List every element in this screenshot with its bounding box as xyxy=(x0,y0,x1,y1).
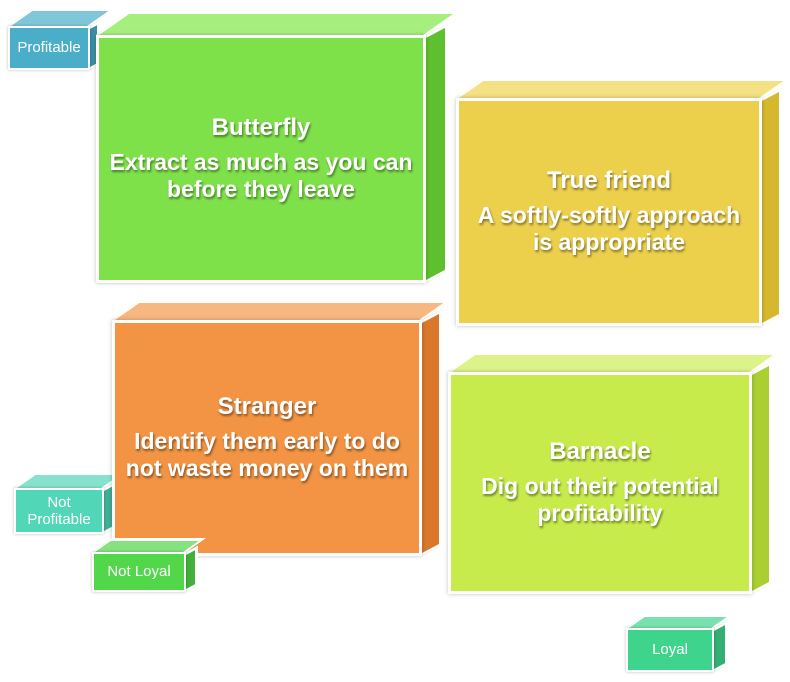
label-not-loyal-text: Not Loyal xyxy=(107,563,171,581)
quadrant-barnacle-face: Barnacle Dig out their potential profita… xyxy=(448,372,752,594)
quadrant-stranger-side xyxy=(422,309,442,556)
quadrant-barnacle-side xyxy=(752,361,772,594)
label-profitable-face: Profitable xyxy=(8,26,90,70)
quadrant-butterfly-title: Butterfly xyxy=(211,114,311,142)
label-not-profitable: Not Profitable xyxy=(14,472,127,534)
quadrant-butterfly-side xyxy=(426,23,448,283)
quadrant-stranger-title: Stranger xyxy=(217,393,317,421)
quadrant-true-friend-face: True friend A softly-softly approach is … xyxy=(456,98,762,326)
quadrant-barnacle-description: Dig out their potential profitability xyxy=(481,473,719,527)
label-loyal: Loyal xyxy=(626,614,734,672)
label-loyal-side xyxy=(714,620,728,672)
quadrant-true-friend-side xyxy=(762,87,782,326)
label-not-profitable-text: Not Profitable xyxy=(27,493,91,528)
label-not-loyal-side xyxy=(186,545,198,592)
quadrant-stranger-top xyxy=(112,300,451,320)
label-profitable: Profitable xyxy=(8,8,116,70)
quadrant-butterfly-description: Extract as much as you can before they l… xyxy=(109,149,413,203)
quadrant-barnacle: Barnacle Dig out their potential profita… xyxy=(448,352,781,594)
quadrant-butterfly-face: Butterfly Extract as much as you can bef… xyxy=(96,35,426,283)
quadrant-true-friend-title: True friend xyxy=(546,167,672,195)
label-not-loyal-face: Not Loyal xyxy=(92,552,186,592)
quadrant-true-friend-description: A softly-softly approach is appropriate xyxy=(477,202,741,256)
quadrant-true-friend: True friend A softly-softly approach is … xyxy=(456,78,790,326)
quadrant-stranger: Stranger Identify them early to do not w… xyxy=(112,300,451,556)
quadrant-butterfly-top xyxy=(96,11,461,35)
quadrant-barnacle-title: Barnacle xyxy=(549,438,651,466)
quadrant-butterfly: Butterfly Extract as much as you can bef… xyxy=(96,11,461,283)
label-loyal-face: Loyal xyxy=(626,628,714,672)
quadrant-stranger-face: Stranger Identify them early to do not w… xyxy=(112,320,422,556)
quadrant-barnacle-top xyxy=(448,352,781,372)
label-not-profitable-face: Not Profitable xyxy=(14,488,104,534)
label-profitable-text: Profitable xyxy=(17,39,81,57)
label-not-loyal: Not Loyal xyxy=(92,538,206,592)
label-loyal-text: Loyal xyxy=(652,641,688,659)
quadrant-true-friend-top xyxy=(456,78,790,98)
quadrant-stranger-description: Identify them early to do not waste mone… xyxy=(125,428,409,482)
